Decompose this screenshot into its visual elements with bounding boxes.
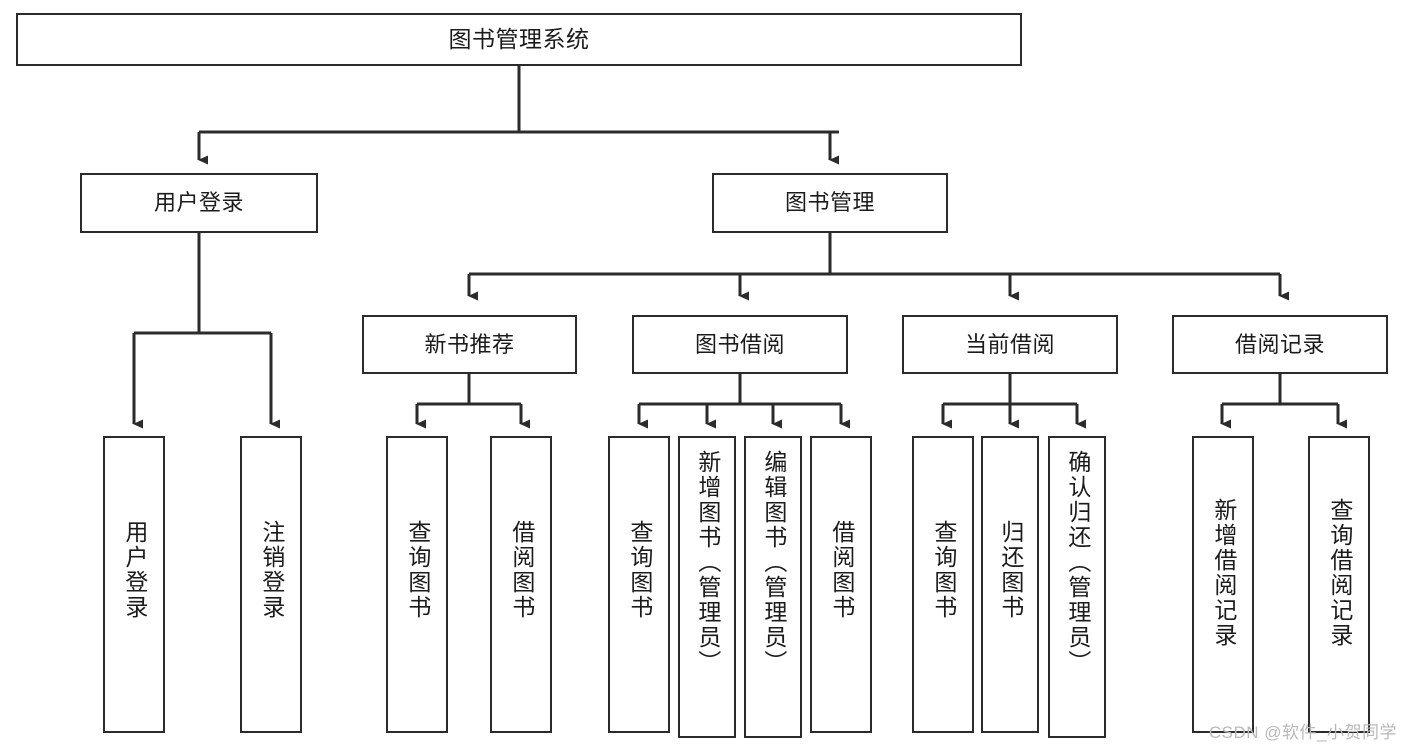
leaf-add-book-label: 新增图书（管理员） (694, 450, 721, 675)
leaf-edit-book-label: 编辑图书（管理员） (760, 450, 787, 675)
leaf-add-book[interactable]: 新增图书（管理员） (678, 436, 736, 738)
node-new-book-recommend-label: 新书推荐 (424, 331, 515, 357)
leaf-add-record[interactable]: 新增借阅记录 (1192, 436, 1254, 733)
leaf-query-book-2[interactable]: 查询图书 (608, 436, 670, 733)
node-current-borrow[interactable]: 当前借阅 (902, 315, 1118, 374)
node-book-management[interactable]: 图书管理 (712, 173, 948, 233)
leaf-query-book-3[interactable]: 查询图书 (912, 436, 974, 733)
leaf-borrow-book-1-label: 借阅图书 (508, 520, 535, 620)
node-book-management-label: 图书管理 (784, 190, 875, 216)
leaf-user-logout-label: 注销登录 (258, 520, 285, 620)
node-root-label: 图书管理系统 (448, 25, 590, 52)
node-borrow-record[interactable]: 借阅记录 (1172, 315, 1388, 374)
node-user-login[interactable]: 用户登录 (80, 173, 318, 233)
leaf-user-login[interactable]: 用户登录 (103, 436, 165, 733)
leaf-query-book-1-label: 查询图书 (404, 520, 431, 620)
leaf-edit-book[interactable]: 编辑图书（管理员） (744, 436, 802, 738)
leaf-confirm-return[interactable]: 确认归还（管理员） (1048, 436, 1106, 738)
leaf-query-book-2-label: 查询图书 (626, 520, 653, 620)
node-book-borrow[interactable]: 图书借阅 (632, 315, 848, 374)
leaf-query-record-label: 查询借阅记录 (1326, 498, 1353, 648)
leaf-borrow-book-2[interactable]: 借阅图书 (810, 436, 872, 733)
leaf-borrow-book-2-label: 借阅图书 (828, 520, 855, 620)
leaf-return-book[interactable]: 归还图书 (981, 436, 1039, 733)
node-book-borrow-label: 图书借阅 (694, 331, 785, 357)
leaf-query-record[interactable]: 查询借阅记录 (1308, 436, 1370, 733)
node-current-borrow-label: 当前借阅 (964, 331, 1055, 357)
leaf-add-record-label: 新增借阅记录 (1210, 498, 1237, 648)
watermark: CSDN @软件_小贺同学 (1208, 723, 1397, 742)
leaf-user-logout[interactable]: 注销登录 (240, 436, 302, 733)
node-user-login-label: 用户登录 (153, 190, 244, 216)
leaf-return-book-label: 归还图书 (997, 520, 1024, 620)
node-borrow-record-label: 借阅记录 (1234, 331, 1325, 357)
node-root[interactable]: 图书管理系统 (16, 13, 1022, 66)
leaf-user-login-label: 用户登录 (121, 520, 148, 620)
leaf-borrow-book-1[interactable]: 借阅图书 (490, 436, 552, 733)
node-new-book-recommend[interactable]: 新书推荐 (362, 315, 577, 374)
leaf-query-book-1[interactable]: 查询图书 (386, 436, 448, 733)
leaf-query-book-3-label: 查询图书 (930, 520, 957, 620)
leaf-confirm-return-label: 确认归还（管理员） (1064, 450, 1091, 675)
